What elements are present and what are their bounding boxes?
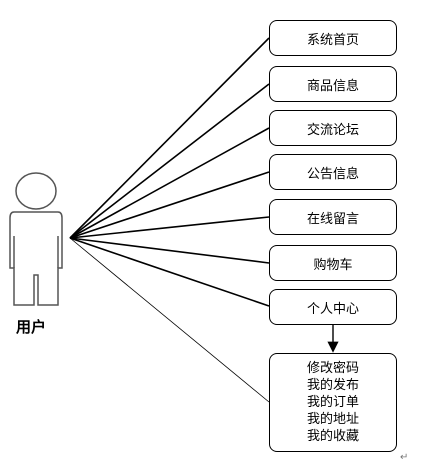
module-label-6: 购物车 [313,257,353,273]
line-to-module-6 [69,237,270,264]
actor-label: 用户 [16,318,47,336]
submenu-item-4[interactable]: 我的地址 [306,412,359,427]
association-lines [69,37,270,307]
line-to-module-3 [69,127,270,239]
submenu-item-2[interactable]: 我的发布 [306,378,359,393]
line-to-module-1 [69,37,270,239]
module-box-2[interactable]: 商品信息 [269,66,397,102]
module-box-7[interactable]: 个人中心 [269,289,397,325]
module-label-4: 公告信息 [306,166,359,182]
module-box-6[interactable]: 购物车 [269,245,397,281]
line-to-module-5 [69,216,270,239]
module-label-2: 商品信息 [306,78,359,94]
line-to-module-7 [69,237,270,307]
line-to-module-4 [69,171,270,239]
personal-center-submenu: 修改密码 我的发布 我的订单 我的地址 我的收藏 [269,353,397,452]
submenu-item-5[interactable]: 我的收藏 [306,429,359,444]
module-label-3: 交流论坛 [306,122,359,138]
user-actor-icon [9,172,63,306]
module-label-1: 系统首页 [306,32,359,48]
submenu-item-1[interactable]: 修改密码 [306,361,359,376]
line-to-module-2 [69,83,270,239]
line-to-personal-submenu [69,237,270,403]
module-box-5[interactable]: 在线留言 [269,199,397,235]
module-box-3[interactable]: 交流论坛 [269,110,397,146]
submenu-item-3[interactable]: 我的订单 [306,395,359,410]
module-box-1[interactable]: 系统首页 [269,20,397,56]
return-mark-icon: ↵ [400,452,409,463]
module-label-5: 在线留言 [306,211,359,227]
module-box-4[interactable]: 公告信息 [269,154,397,190]
module-label-7: 个人中心 [306,301,359,317]
